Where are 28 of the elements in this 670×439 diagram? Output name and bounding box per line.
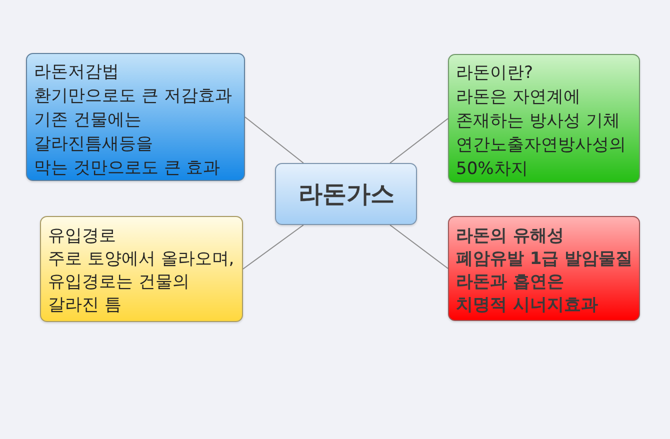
topic-heading: 유입경로 [48,225,116,248]
topic-text: 치명적 시너지효과 [456,294,598,317]
topic-heading: 라돈이란? [456,62,534,85]
topic-box [448,216,640,321]
central-topic-box [275,163,417,225]
connector-line [390,118,448,164]
topic-text: 갈라진틈새등을 [34,133,153,156]
connector-line [244,116,304,164]
topic-text: 50%차지 [456,158,528,181]
topic-text: 존재하는 방사성 기체 [456,110,620,133]
topic-text: 주로 토양에서 올라오며, [48,248,234,271]
topic-box [26,53,245,181]
topic-box [448,54,640,183]
connector-line [390,224,448,269]
topic-text: 유입경로는 건물의 [48,271,190,294]
topic-text: 연간노출자연방사성의 [456,134,626,157]
topic-heading: 라돈저감법 [34,61,119,84]
central-topic-text: 라돈가스 [298,179,394,209]
connector-line [242,224,304,270]
topic-text: 라돈은 자연계에 [456,86,580,109]
topic-text: 환기만으로도 큰 저감효과 [34,85,232,108]
topic-text: 기존 건물에는 [34,109,142,132]
topic-text: 갈라진 틈 [48,294,122,317]
topic-box [40,216,243,322]
topic-heading: 라돈의 유해성 [456,225,564,248]
topic-text: 폐암유발 1급 발암물질 [456,248,633,271]
topic-text: 라돈과 흡연은 [456,271,564,294]
topic-text: 막는 것만으로도 큰 효과 [34,157,220,180]
